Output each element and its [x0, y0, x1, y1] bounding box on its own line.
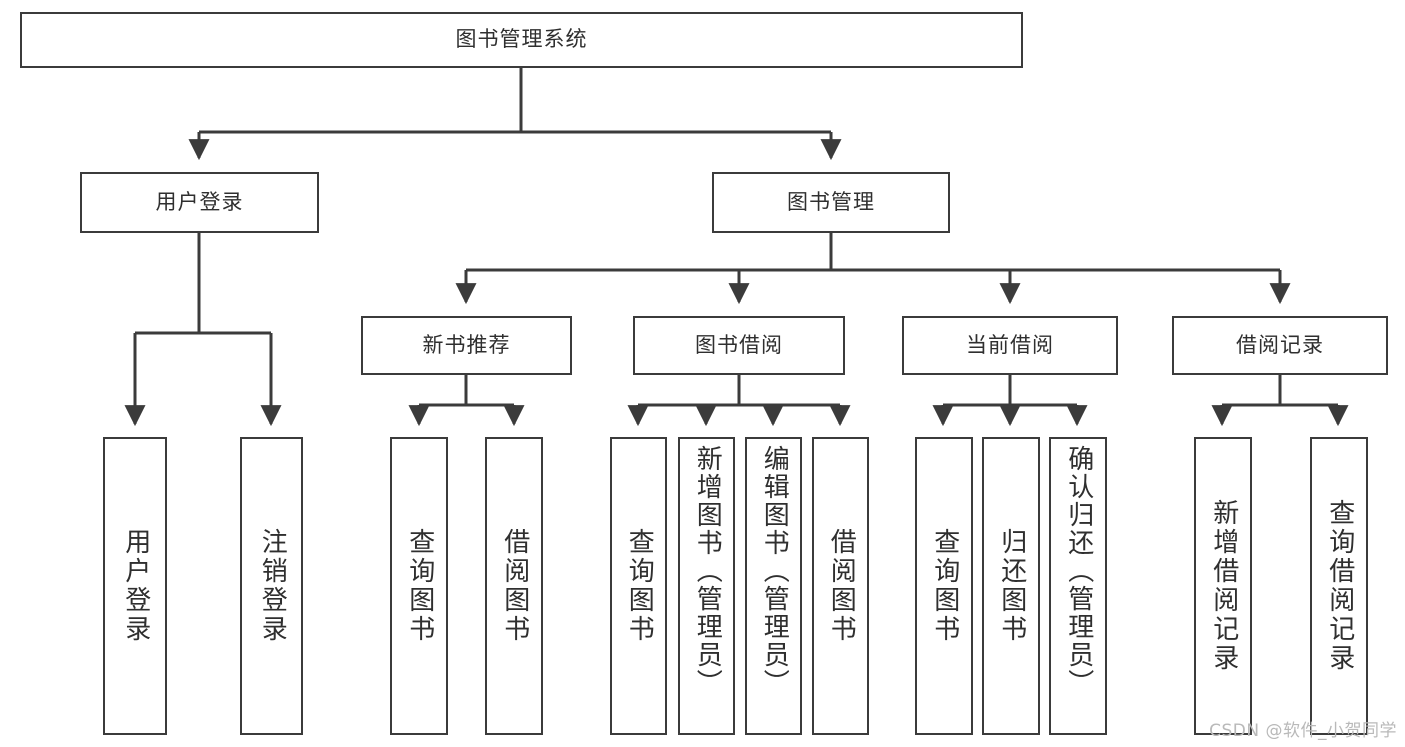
leaf-add-book-admin[interactable]: 新增图书（管理员）: [678, 437, 735, 735]
leaf-return-book-label: 归还图书: [996, 528, 1027, 644]
node-book-management-label: 图书管理: [787, 189, 875, 214]
node-book-borrow-label: 图书借阅: [695, 332, 783, 357]
leaf-query-book-borrow[interactable]: 查询图书: [610, 437, 667, 735]
leaf-query-book-current-label: 查询图书: [929, 528, 960, 644]
leaf-query-book-recommend-label: 查询图书: [404, 528, 435, 644]
leaf-add-borrow-record-label: 新增借阅记录: [1208, 499, 1239, 673]
node-current-borrow-label: 当前借阅: [966, 332, 1054, 357]
node-current-borrow[interactable]: 当前借阅: [902, 316, 1118, 375]
node-book-borrow[interactable]: 图书借阅: [633, 316, 845, 375]
leaf-borrow-book-label: 借阅图书: [826, 528, 857, 644]
leaf-user-login-label: 用户登录: [120, 528, 151, 644]
leaf-add-borrow-record[interactable]: 新增借阅记录: [1194, 437, 1252, 735]
leaf-confirm-return-admin-label: 确认归还（管理员）: [1063, 445, 1094, 697]
node-borrow-record[interactable]: 借阅记录: [1172, 316, 1388, 375]
leaf-borrow-book-recommend[interactable]: 借阅图书: [485, 437, 543, 735]
leaf-add-book-admin-label: 新增图书（管理员）: [692, 445, 723, 697]
node-root-system-label: 图书管理系统: [455, 27, 588, 52]
leaf-borrow-book[interactable]: 借阅图书: [812, 437, 869, 735]
leaf-logout-label: 注销登录: [257, 528, 288, 644]
leaf-query-book-borrow-label: 查询图书: [624, 528, 655, 644]
node-new-book-recommend-label: 新书推荐: [422, 332, 511, 357]
node-new-book-recommend[interactable]: 新书推荐: [361, 316, 572, 375]
leaf-edit-book-admin-label: 编辑图书（管理员）: [759, 445, 790, 697]
leaf-query-borrow-record-label: 查询借阅记录: [1324, 499, 1355, 673]
watermark-text: CSDN @软件_小贺同学: [1209, 721, 1397, 741]
leaf-logout[interactable]: 注销登录: [240, 437, 303, 735]
leaf-user-login[interactable]: 用户登录: [103, 437, 167, 735]
leaf-query-book-recommend[interactable]: 查询图书: [390, 437, 448, 735]
leaf-return-book[interactable]: 归还图书: [982, 437, 1040, 735]
node-book-management[interactable]: 图书管理: [712, 172, 950, 233]
node-borrow-record-label: 借阅记录: [1236, 332, 1324, 357]
node-root-system[interactable]: 图书管理系统: [20, 12, 1023, 68]
leaf-query-borrow-record[interactable]: 查询借阅记录: [1310, 437, 1368, 735]
leaf-edit-book-admin[interactable]: 编辑图书（管理员）: [745, 437, 802, 735]
leaf-query-book-current[interactable]: 查询图书: [915, 437, 973, 735]
leaf-confirm-return-admin[interactable]: 确认归还（管理员）: [1049, 437, 1107, 735]
leaf-borrow-book-recommend-label: 借阅图书: [499, 528, 530, 644]
node-user-login[interactable]: 用户登录: [80, 172, 319, 233]
node-user-login-label: 用户登录: [155, 189, 244, 214]
